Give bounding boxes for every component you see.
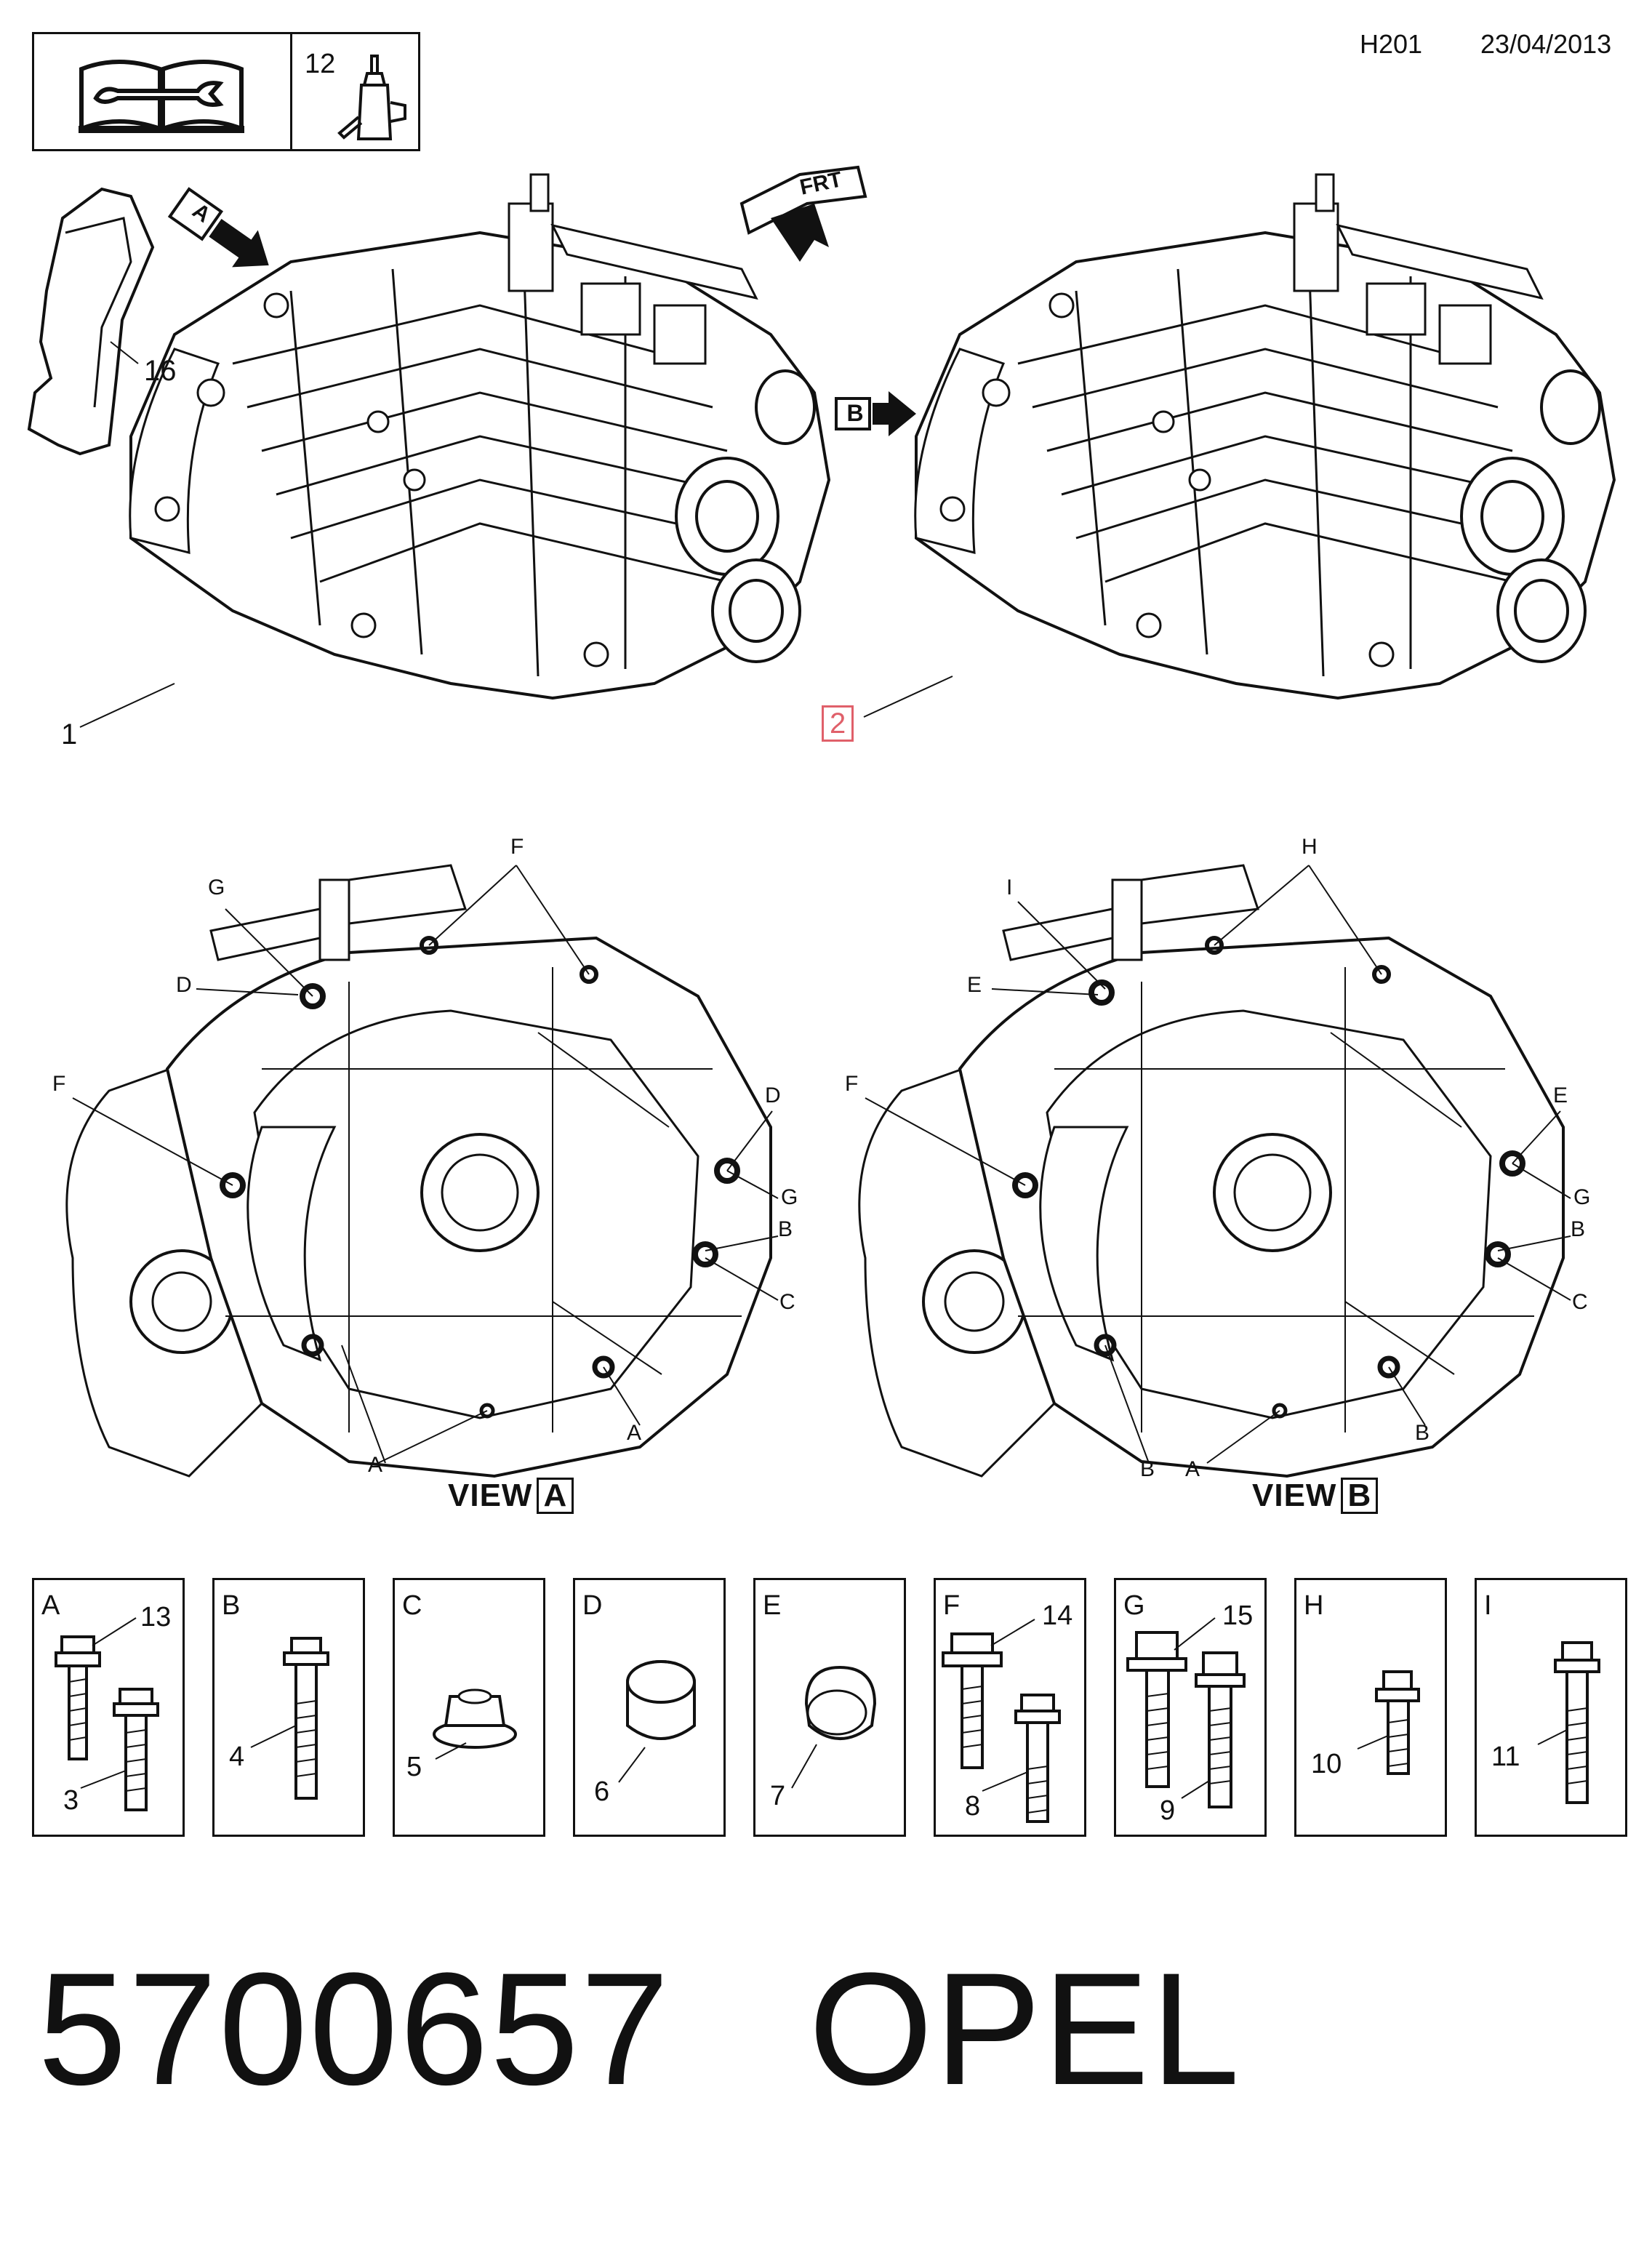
- view-b-housing: [857, 864, 1565, 1478]
- fastener-box-e: E 7: [753, 1578, 906, 1837]
- view-b-label-g-right: G: [1573, 1185, 1591, 1209]
- arrow-front: [739, 165, 867, 262]
- view-a-label-b-right: B: [778, 1217, 793, 1241]
- arrow-b-label: B: [846, 400, 864, 426]
- view-a-label-d-right: D: [765, 1083, 781, 1107]
- fastener-box-f: F 14 8: [934, 1578, 1086, 1837]
- callout-part-2-highlighted: 2: [822, 705, 854, 742]
- fastener-box-g: G 15 9: [1114, 1578, 1267, 1837]
- view-b-label-b-right: B: [1571, 1217, 1586, 1241]
- view-b-label-i: I: [1006, 875, 1013, 899]
- view-a-label-g: G: [208, 875, 225, 899]
- brand-name: OPEL: [809, 1939, 1241, 2118]
- view-b-label-a-bottom: A: [1185, 1457, 1200, 1481]
- bolt-flange-icon: [942, 1619, 1061, 1823]
- lubricant-bottle-icon: [337, 55, 406, 140]
- gearbox-2: [913, 173, 1616, 700]
- header-date: 23/04/2013: [1480, 29, 1612, 59]
- header-code: H201: [1360, 29, 1423, 59]
- fastener-box-b: B 4: [212, 1578, 365, 1837]
- view-a-label-g-right: G: [781, 1185, 798, 1209]
- view-a-housing: [65, 864, 773, 1478]
- view-a-label-c-right: C: [779, 1290, 795, 1314]
- arrow-b: [835, 391, 916, 436]
- view-a-label-a-bottom-right: A: [627, 1421, 642, 1445]
- view-b-label-e-right: E: [1553, 1083, 1568, 1107]
- arrow-a: [167, 187, 269, 268]
- view-b-label-b-bottom-right: B: [1415, 1421, 1430, 1445]
- view-b-label-b-bottom-left: B: [1140, 1457, 1155, 1481]
- callout-part-16: 16: [144, 355, 177, 387]
- tool-legend-box: 12: [32, 32, 420, 151]
- gearbox-illustrations: [27, 165, 1616, 1478]
- view-b-label-f-left: F: [845, 1072, 859, 1096]
- manual-wrench-icon: [79, 60, 244, 133]
- fastener-box-d: D 6: [573, 1578, 726, 1837]
- nut-flange-icon: [433, 1688, 517, 1760]
- lubricant-item-number: 12: [305, 49, 336, 79]
- plug-cap-icon: [791, 1665, 877, 1789]
- bolt-flange-icon: [55, 1617, 159, 1811]
- fastener-box-c: C 5: [393, 1578, 545, 1837]
- view-a-box: A: [537, 1478, 574, 1514]
- view-a-label-f-left: F: [52, 1072, 66, 1096]
- view-b-box: B: [1341, 1478, 1379, 1514]
- part-number: 5700657: [38, 1939, 671, 2118]
- view-a-label-d-top: D: [176, 973, 192, 997]
- fastener-box-i: I 11: [1475, 1578, 1627, 1837]
- view-a-label-f-top: F: [510, 835, 524, 859]
- bolt-torx-icon: [250, 1637, 329, 1800]
- view-b-label-c-right: C: [1572, 1290, 1588, 1314]
- heat-shield: [27, 187, 155, 456]
- bolt-torx-icon: [1537, 1641, 1600, 1804]
- view-a-label-a-bottom-left: A: [368, 1453, 383, 1477]
- fastener-box-a: A 13 3: [32, 1578, 185, 1837]
- bolt-torx-icon: [1357, 1670, 1420, 1775]
- view-b-label-h-top: H: [1302, 835, 1318, 859]
- bolt-flange-icon: [1126, 1617, 1246, 1808]
- plug-cap-icon: [618, 1660, 696, 1783]
- callout-part-1: 1: [61, 718, 78, 750]
- fastener-box-h: H 10: [1294, 1578, 1447, 1837]
- view-b-label-e-top: E: [967, 973, 982, 997]
